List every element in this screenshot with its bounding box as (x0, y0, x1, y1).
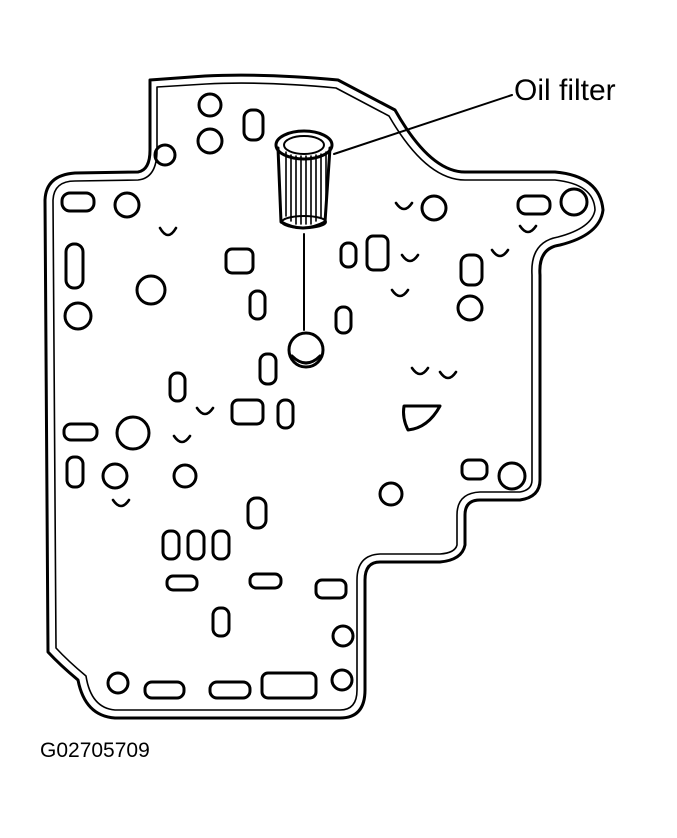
round-holes (63, 92, 589, 695)
plate-outline-inner (52, 82, 596, 711)
slot-passages (60, 108, 552, 700)
figure-id: G02705709 (40, 739, 150, 762)
check-ball-seats (111, 201, 538, 508)
filter-bore (287, 331, 325, 369)
callout-label-oil-filter: Oil filter (514, 74, 616, 107)
callout-leader-line (333, 94, 513, 155)
filter-bore-shadow (290, 354, 322, 365)
oil-filter-icon (274, 129, 334, 230)
plate-outline (43, 73, 605, 720)
d-shaped-passage (402, 404, 442, 432)
